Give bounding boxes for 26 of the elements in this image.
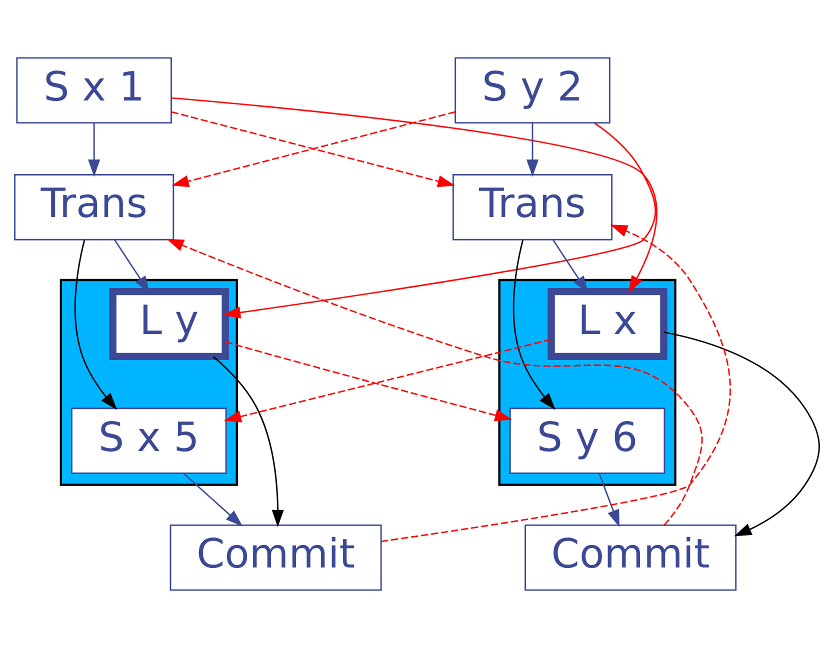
node-box: S y 6 — [508, 408, 665, 474]
arrow — [512, 240, 555, 410]
cluster — [498, 278, 676, 486]
cluster — [59, 278, 238, 486]
arrow — [225, 341, 512, 422]
node-box: L y — [108, 288, 228, 360]
arrow — [212, 356, 284, 528]
node-box: S x 5 — [70, 408, 226, 474]
node-box: Commit — [169, 524, 382, 591]
arrow — [166, 238, 702, 526]
arrow — [222, 122, 656, 319]
arrow — [88, 122, 100, 177]
arrow — [526, 122, 538, 177]
arrow — [74, 240, 117, 410]
arrow — [170, 97, 657, 294]
arrow — [598, 473, 620, 528]
node-box: S x 1 — [16, 57, 172, 124]
arrow — [380, 224, 730, 542]
node-box: Commit — [524, 524, 736, 591]
node-box: S y 2 — [454, 57, 610, 124]
arrow — [223, 338, 550, 422]
node-box: L x — [547, 288, 667, 360]
node-box: Trans — [452, 174, 612, 240]
arrow — [663, 331, 820, 536]
arrow — [182, 472, 242, 527]
node-box: Trans — [14, 174, 174, 240]
